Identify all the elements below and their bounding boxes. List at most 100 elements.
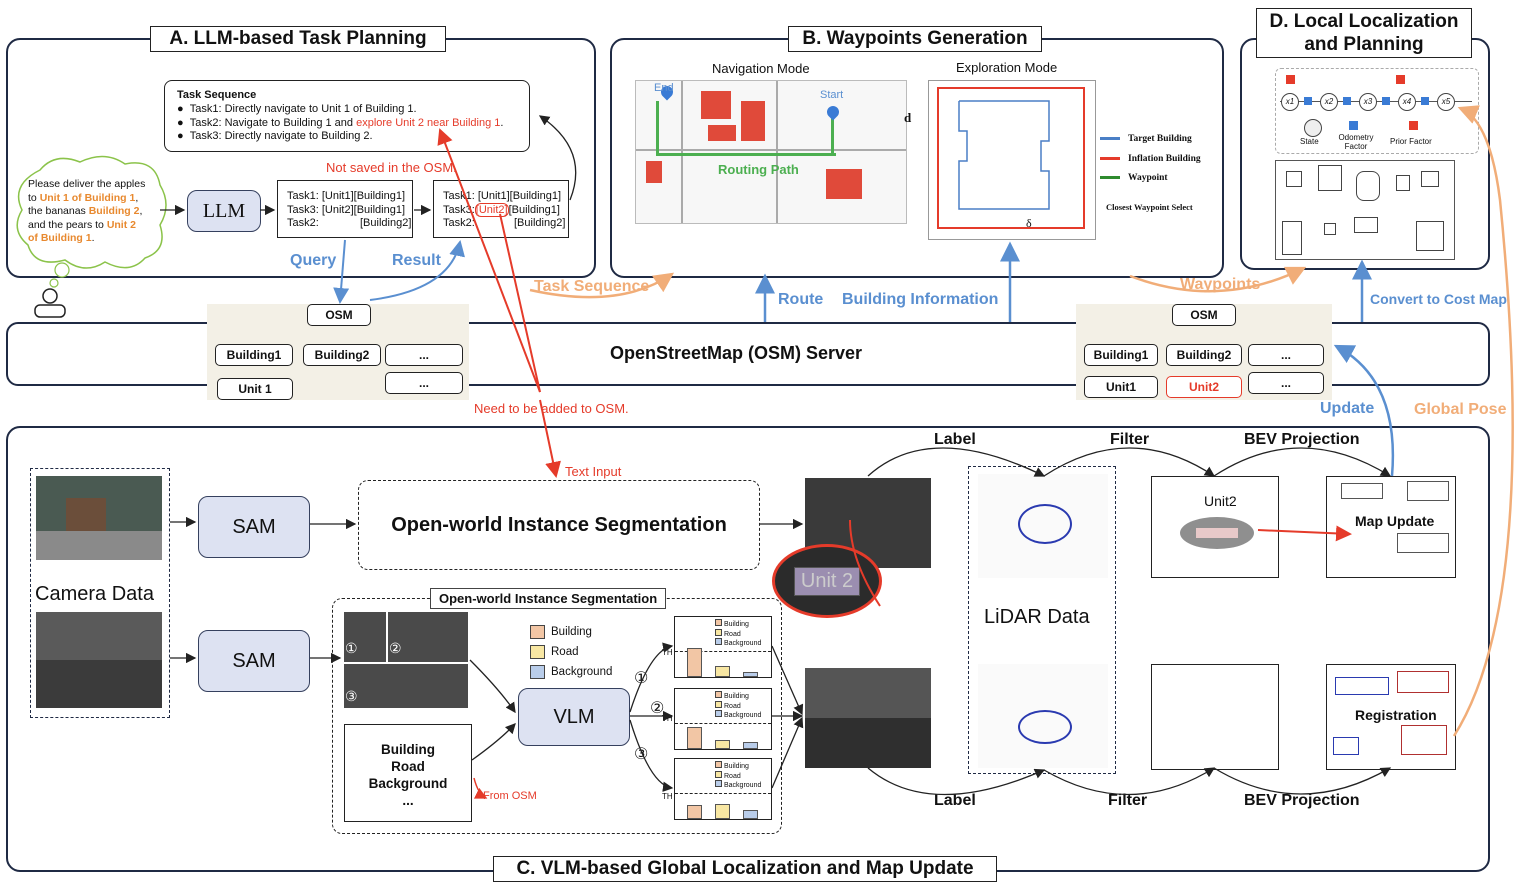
osm-more2: ... xyxy=(385,372,463,394)
mini-legend-item: Background xyxy=(715,710,761,720)
nav-mode-title: Navigation Mode xyxy=(712,61,810,76)
osm-root: OSM xyxy=(307,304,371,326)
osm-tree-right: OSM Building1 Building2 ... Unit1 Unit2 … xyxy=(1076,304,1332,400)
bar-background xyxy=(743,672,758,677)
osm-more2: ... xyxy=(1248,372,1324,394)
need-added-label: Need to be added to OSM. xyxy=(474,401,629,416)
sam-box-1: SAM xyxy=(198,496,310,558)
osm-building2: Building2 xyxy=(1166,344,1242,366)
task-item: ● Task3: Directly navigate to Building 2… xyxy=(177,130,373,142)
crop-2: ② xyxy=(389,640,402,656)
waypoints-label: Waypoints xyxy=(1180,276,1261,293)
speech-cloud xyxy=(16,155,167,318)
update-label: Update xyxy=(1320,400,1375,417)
legend-background: Background xyxy=(530,662,612,682)
prior-factor-label: Prior Factor xyxy=(1390,137,1432,146)
th-2: TH xyxy=(662,714,673,723)
task-sequence-box: Task Sequence ● Task1: Directly navigate… xyxy=(164,80,530,152)
osm-building2: Building2 xyxy=(303,344,381,366)
vlm-box: VLM xyxy=(518,688,630,746)
state-node: x4 xyxy=(1398,93,1416,111)
state-node: x1 xyxy=(1281,93,1299,111)
bar-road xyxy=(715,666,730,677)
speech-text: Please deliver the apples to Unit 1 of B… xyxy=(28,178,146,244)
task-sequence-heading: Task Sequence xyxy=(177,89,257,101)
routing-path-label: Routing Path xyxy=(718,162,799,177)
osm-root: OSM xyxy=(1172,304,1236,326)
text-input-label: Text Input xyxy=(565,464,622,479)
mini-legend-item: Background xyxy=(715,638,761,648)
lidar-image-2 xyxy=(978,664,1108,768)
bar-building xyxy=(687,805,702,819)
mini-legend-item: Background xyxy=(715,780,761,790)
state-label: State xyxy=(1300,137,1319,146)
camera-image-1 xyxy=(36,476,162,560)
legend-building: Building xyxy=(530,622,612,642)
label-top: Label xyxy=(934,431,976,448)
lidar-data-label: LiDAR Data xyxy=(984,606,1090,628)
llm-box: LLM xyxy=(187,190,261,232)
osm-unit2: Unit2 xyxy=(1166,376,1242,398)
panel-c-title: C. VLM-based Global Localization and Map… xyxy=(493,856,997,882)
state-node: x3 xyxy=(1359,93,1377,111)
explore-delta: δ xyxy=(1026,216,1032,230)
nav-start-label: Start xyxy=(820,89,844,101)
explore-d: d xyxy=(904,110,912,125)
th-1: TH xyxy=(662,648,673,657)
task-sequence-label: Task Sequence xyxy=(534,278,650,295)
odometry-factor-label: Odometry Factor xyxy=(1338,133,1374,151)
bar-road xyxy=(715,804,730,819)
osm-tree-left: OSM Building1 Building2 ... Unit 1 ... xyxy=(207,304,469,400)
crop-3: ③ xyxy=(345,688,358,704)
task-item: ● Task1: Directly navigate to Unit 1 of … xyxy=(177,103,417,115)
camera-group xyxy=(30,468,170,718)
task-list-right: Task1: [Unit1][Building1] Task3:[Unit2][… xyxy=(433,180,569,238)
closest-waypoint-label: Closest Waypoint Select xyxy=(1106,202,1193,212)
result-label: Result xyxy=(392,252,441,269)
bev-top: BEV Projection xyxy=(1244,431,1360,448)
task-item: ● Task2: Navigate to Building 1 and expl… xyxy=(177,116,504,129)
oseg-box: Open-world Instance Segmentation xyxy=(358,480,760,570)
class-legend: Building Road Background xyxy=(530,622,612,682)
task-list-left: Task1: [Unit1][Building1] Task3: [Unit2]… xyxy=(277,180,413,238)
prompt-box: Building Road Background ... xyxy=(344,724,472,822)
unit2-zoom: Unit 2 xyxy=(772,544,882,618)
seg-crops xyxy=(344,612,468,708)
bar-background xyxy=(743,810,758,819)
mini-legend-item: Road xyxy=(715,770,761,781)
crop-1: ① xyxy=(345,640,358,656)
camera-data-label: Camera Data xyxy=(35,583,154,605)
threshold-line xyxy=(675,651,771,652)
state-node: x5 xyxy=(1437,93,1455,111)
explore-legend: Target Building Inflation Building Waypo… xyxy=(1100,130,1201,189)
unit2-bev: Unit2 xyxy=(1151,476,1279,578)
map-update-box: Map Update xyxy=(1326,476,1456,578)
sam-box-2: SAM xyxy=(198,630,310,692)
exploration-plot xyxy=(928,80,1096,240)
filter-top: Filter xyxy=(1110,431,1150,448)
th-3: TH xyxy=(662,792,673,801)
legend-waypoint: Waypoint xyxy=(1100,169,1201,189)
state-node: x2 xyxy=(1320,93,1338,111)
task-list: ● Task1: Directly navigate to Unit 1 of … xyxy=(177,103,503,144)
global-pose-label: Global Pose xyxy=(1414,401,1507,418)
legend-target: Target Building xyxy=(1100,130,1201,150)
label-bottom: Label xyxy=(934,792,976,809)
legend-road: Road xyxy=(530,642,612,662)
legend-inflation: Inflation Building xyxy=(1100,150,1201,170)
bev-bottom: BEV Projection xyxy=(1244,792,1360,809)
explore-mode-title: Exploration Mode xyxy=(956,60,1058,75)
oseg-small-title: Open-world Instance Segmentation xyxy=(430,588,667,609)
branch-1: ① xyxy=(634,670,649,687)
panel-d-title: D. Local Localization and Planning xyxy=(1256,8,1472,58)
not-saved-label: Not saved in the OSM. xyxy=(326,160,457,175)
filter-bottom: Filter xyxy=(1108,792,1148,809)
mini-legend-item: Road xyxy=(715,700,761,711)
bar-building xyxy=(687,727,702,749)
convert-cost-map-label: Convert to Cost Map xyxy=(1370,291,1507,307)
localized-image xyxy=(805,668,931,768)
